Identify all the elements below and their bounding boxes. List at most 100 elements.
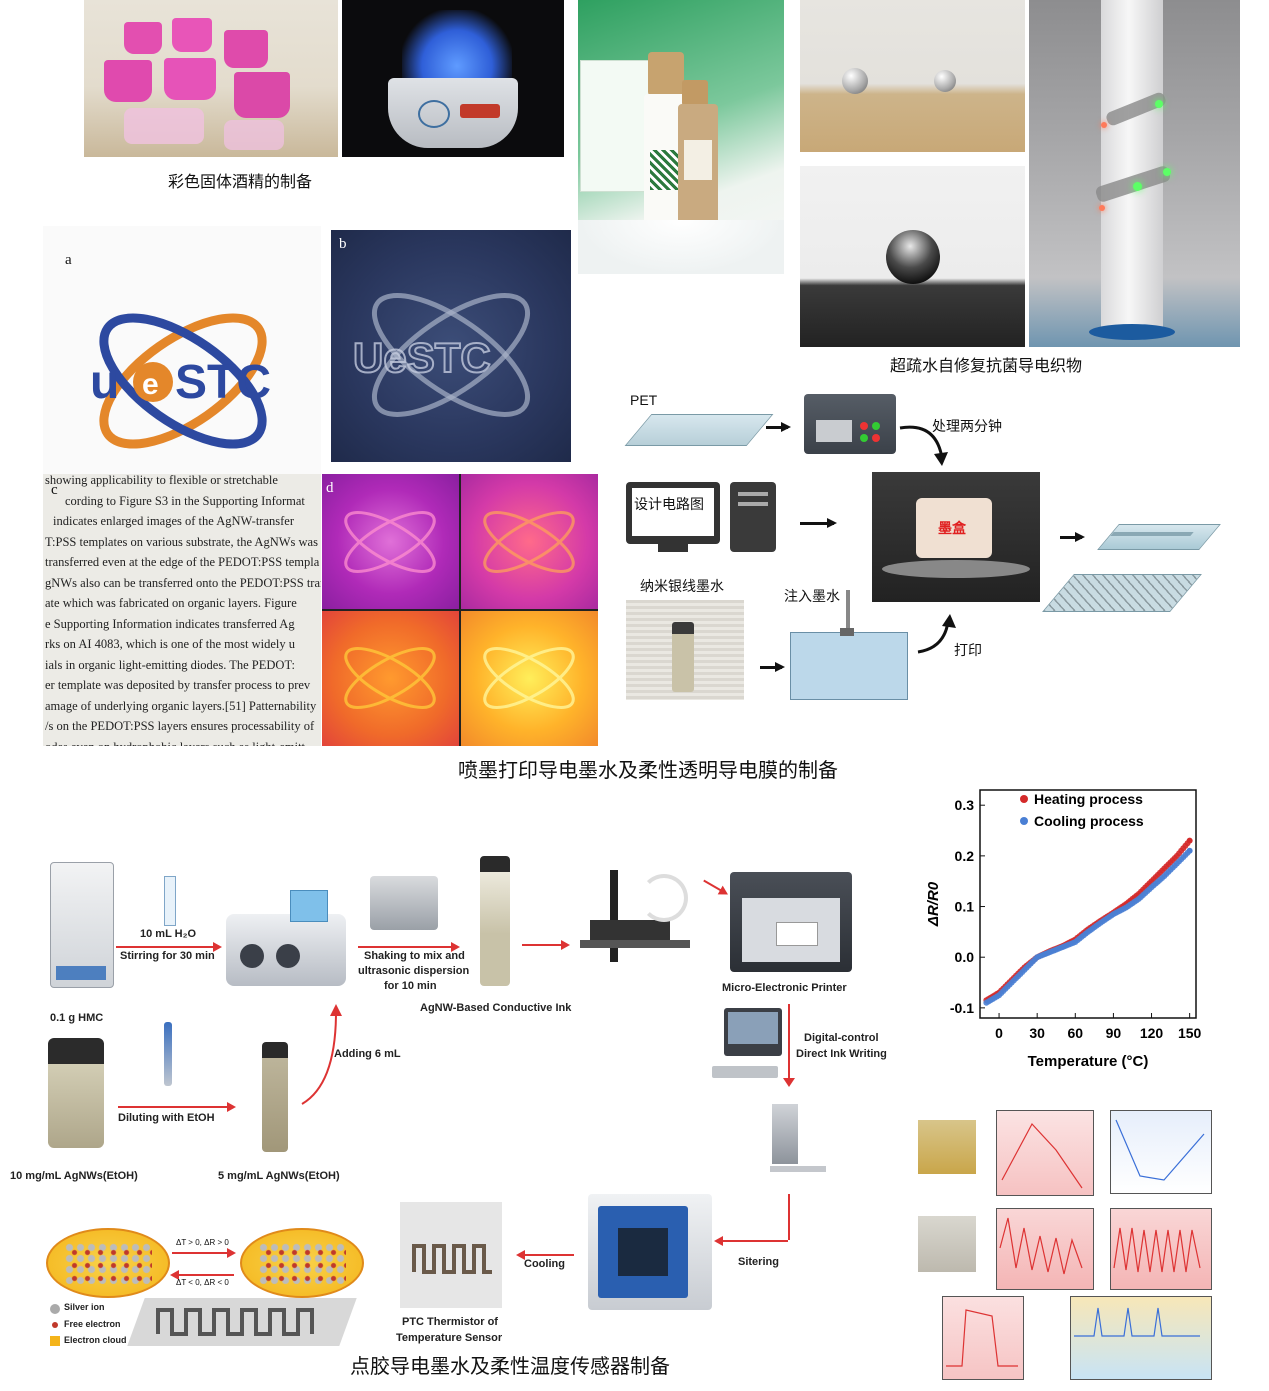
desktop-computer-icon (724, 1008, 782, 1056)
panel-label-d: d (326, 480, 334, 496)
plot-frame (979, 789, 1197, 1019)
legend-label: Heating process (1034, 791, 1143, 807)
stock-label: 10 mg/mL AgNWs(EtOH) (10, 1170, 138, 1182)
cartridge-label: 墨盒 (938, 521, 966, 537)
data-point (1186, 837, 1193, 844)
ink-tank (790, 632, 908, 700)
paper-line: transferred even at the edge of the PEDO… (45, 555, 320, 569)
legend-marker (1020, 795, 1028, 803)
y-tick-label: -0.1 (950, 1000, 974, 1016)
eq-bottom: ΔT < 0, ΔR < 0 (176, 1278, 229, 1287)
micro-electronic-printer-icon (730, 872, 852, 972)
paper-line: /s on the PEDOT:PSS layers ensures proce… (45, 719, 315, 733)
ink-bottle-photo (626, 600, 744, 700)
ptc-label-1: PTC Thermistor of (402, 1316, 498, 1328)
svg-text:UeSTC: UeSTC (353, 334, 491, 381)
plasma-treater (804, 394, 896, 454)
paper-line: odes even on hydrophobic layers such as … (45, 737, 321, 747)
arrow (800, 518, 837, 528)
x-tick-label: 0 (995, 1025, 1003, 1041)
agnw-dilute-vial-icon (262, 1042, 288, 1152)
silver-network-film (1042, 574, 1202, 612)
transparent-uestc-film: UeSTC (352, 293, 531, 417)
ultra-label: ultrasonic dispersion (358, 965, 470, 977)
ultrasonic-bath-icon (370, 876, 438, 930)
arrow (522, 940, 570, 950)
sintering-label: Sitering (738, 1256, 779, 1268)
uestc-pattern-panel-b: b UeSTC (331, 230, 571, 462)
syringe-icon (846, 590, 850, 632)
arrow (172, 1248, 236, 1258)
arrow (1060, 532, 1085, 542)
arrow (118, 1102, 236, 1112)
legend-label: Cooling process (1034, 813, 1144, 829)
dispensing-flow-diagram: 0.1 g HMC 10 mL H₂O Stirring for 30 min … (0, 790, 905, 1350)
pet-film (624, 414, 774, 446)
print-arrow (917, 614, 956, 654)
water-label: 10 mL H₂O (140, 928, 197, 940)
inkjet-flow-diagram: PET 处理两分钟 设计电路图 墨盒 纳米银线墨水 注入墨水 (618, 378, 1222, 723)
adding-label: Adding 6 mL (334, 1048, 401, 1060)
serpentine-trace (156, 1308, 314, 1336)
x-tick-label: 30 (1029, 1025, 1045, 1041)
curved-arrow (899, 425, 948, 466)
inject-label: 注入墨水 (784, 589, 840, 605)
time-label: for 10 min (384, 980, 437, 992)
paper-line: showing applicability to flexible or str… (45, 474, 278, 487)
graduated-cylinder-icon (164, 876, 176, 926)
monitor-icon (626, 482, 720, 544)
resistance-mechanism-left (46, 1228, 170, 1298)
y-tick-label: 0.3 (955, 797, 975, 813)
arrow (116, 942, 222, 952)
cosmetic-bottles-photo (578, 0, 784, 274)
eq-top: ΔT > 0, ΔR > 0 (176, 1238, 229, 1247)
svg-text:e: e (142, 368, 159, 401)
caption-dispensing: 点胶导电墨水及柔性温度传感器制备 (350, 1354, 670, 1378)
paper-line: amage of underlying organic layers.[51] … (45, 698, 317, 713)
printer-label: Micro-Electronic Printer (722, 982, 847, 994)
dilute-label: 5 mg/mL AgNWs(EtOH) (218, 1170, 340, 1182)
caption-fabric: 超疏水自修复抗菌导电织物 (890, 356, 1083, 375)
paper-line: indicates enlarged images of the AgNW-tr… (53, 514, 295, 528)
agnw-ink-label: AgNW-Based Conductive Ink (420, 1002, 572, 1014)
drying-oven-icon (588, 1194, 712, 1310)
hmc-label: 0.1 g HMC (50, 1012, 104, 1024)
stir-label: Stirring for 30 min (120, 950, 215, 962)
cooling-label: Cooling (524, 1258, 565, 1270)
paper-text-block: showing applicability to flexible or str… (45, 474, 321, 746)
arrow (766, 422, 791, 432)
arrow (172, 1274, 234, 1276)
agnw-ink-vial-icon (480, 856, 510, 986)
x-tick-label: 60 (1068, 1025, 1084, 1041)
paper-line: gNWs also can be transferred onto the PE… (45, 575, 321, 590)
legend-marker (1020, 817, 1028, 825)
diluting-label: Diluting with EtOH (118, 1112, 215, 1124)
agnw-stock-bottle-icon (48, 1038, 104, 1148)
legend-silver: Silver ion (64, 1302, 105, 1312)
transparent-film-top (1097, 524, 1221, 550)
paper-line: T:PSS templates on various substrate, th… (45, 534, 321, 549)
pet-label: PET (630, 392, 658, 408)
arrow-down (788, 1004, 790, 1082)
treat-label: 处理两分钟 (932, 419, 1002, 435)
pipette-icon (164, 1022, 172, 1086)
arrow (518, 1254, 574, 1256)
data-point (1186, 847, 1193, 854)
y-tick-label: 0.2 (955, 848, 975, 864)
diw-label: Direct Ink Writing (796, 1048, 887, 1060)
paper-line: er template was deposited by transfer pr… (45, 678, 311, 692)
legend-cloud: Electron cloud (64, 1335, 127, 1345)
y-tick-label: 0.0 (955, 949, 975, 965)
nozzle-icon (772, 1104, 798, 1164)
uestc-logo-panel-a: a u e STC (43, 226, 321, 474)
water-droplet-fabric-photo (800, 166, 1025, 347)
paper-line: ate which was fabricated on organic laye… (45, 596, 297, 610)
thermal-images-panel-d: d (322, 474, 598, 746)
arrow (760, 662, 785, 672)
y-axis-label: ΔR/R0 (925, 881, 942, 927)
arrow (703, 879, 727, 895)
x-axis-label: Temperature (°C) (1028, 1053, 1149, 1070)
resistance-mechanism-right (240, 1228, 364, 1298)
